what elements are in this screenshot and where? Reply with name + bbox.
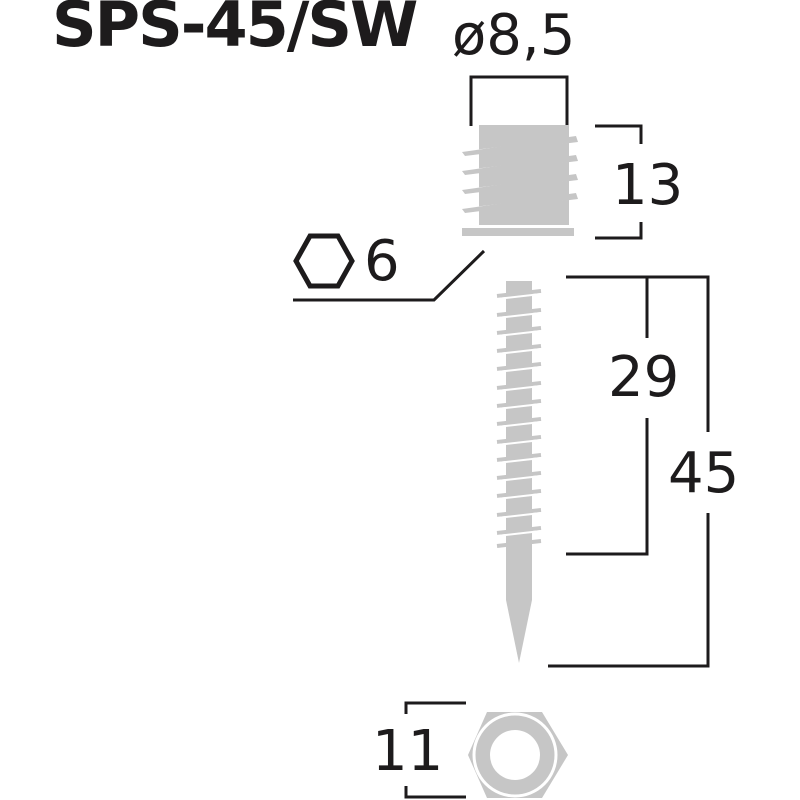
- hex-nut-icon: [468, 712, 568, 798]
- diameter-label: ø8,5: [452, 3, 576, 68]
- nut-width-label: 11: [372, 719, 444, 784]
- screw-threads: [496, 289, 542, 548]
- insert-length-label: 13: [612, 153, 684, 218]
- nut-width-bracket: [404, 701, 466, 799]
- hexagon-outline-icon: [293, 233, 355, 289]
- product-title: SPS-45/SW: [52, 0, 418, 61]
- total-length-label: 45: [668, 441, 740, 506]
- diameter-bracket: [469, 75, 569, 126]
- thread-length-label: 29: [608, 345, 680, 410]
- hex-key-leader: [293, 249, 486, 302]
- screw-thread-gaps: [496, 293, 542, 537]
- thread-length-bracket: [566, 275, 649, 556]
- screw-shaft: [506, 281, 532, 663]
- hex-key-label: 6: [364, 229, 400, 294]
- insert-thread-tips: [462, 136, 578, 213]
- insert-length-bracket: [595, 124, 643, 240]
- total-length-bracket: [548, 275, 710, 668]
